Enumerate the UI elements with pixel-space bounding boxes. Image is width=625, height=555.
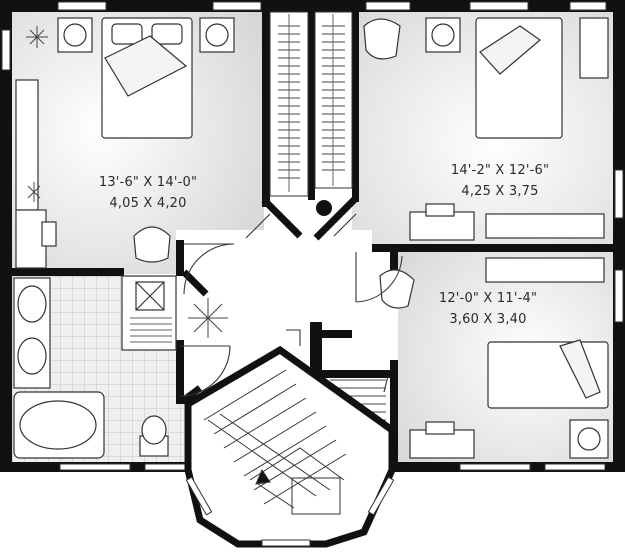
bedroom-3-size-imperial: 12'-0" X 11'-4" [438, 291, 538, 306]
bedroom-1-size-metric: 4,05 X 4,20 [109, 196, 187, 211]
bedroom-2-furniture [363, 17, 609, 241]
bedroom-3-label: 12'-0" X 11'-4" 3,60 X 3,40 [418, 288, 558, 330]
bedroom-2-size-imperial: 14'-2" X 12'-6" [450, 163, 550, 178]
light-fixtures [26, 26, 228, 338]
bedroom-1-label: 13'-6" X 14'-0" 4,05 X 4,20 [78, 172, 218, 214]
desk-2 [409, 211, 475, 241]
bedroom-2-label: 14'-2" X 12'-6" 4,25 X 3,75 [430, 160, 570, 202]
shelf-3 [485, 257, 605, 283]
bathroom-fixtures [13, 275, 177, 459]
desk-1 [15, 209, 47, 269]
nightstand-2b [579, 17, 609, 79]
linen-closet [121, 275, 177, 351]
bedroom-3-size-metric: 3,60 X 3,40 [449, 312, 527, 327]
staircase-bay [184, 345, 396, 548]
bedroom-1-furniture [15, 17, 235, 269]
closet-hangers [278, 14, 345, 192]
bedroom-3-furniture [379, 257, 609, 459]
stair-walls [310, 322, 390, 378]
closet-post [316, 200, 332, 216]
bedroom-2-size-metric: 4,25 X 3,75 [461, 184, 539, 199]
dresser-1 [15, 79, 39, 211]
windows [1, 1, 624, 471]
shelf-2 [485, 213, 605, 239]
bedroom-1-size-imperial: 13'-6" X 14'-0" [98, 175, 198, 190]
